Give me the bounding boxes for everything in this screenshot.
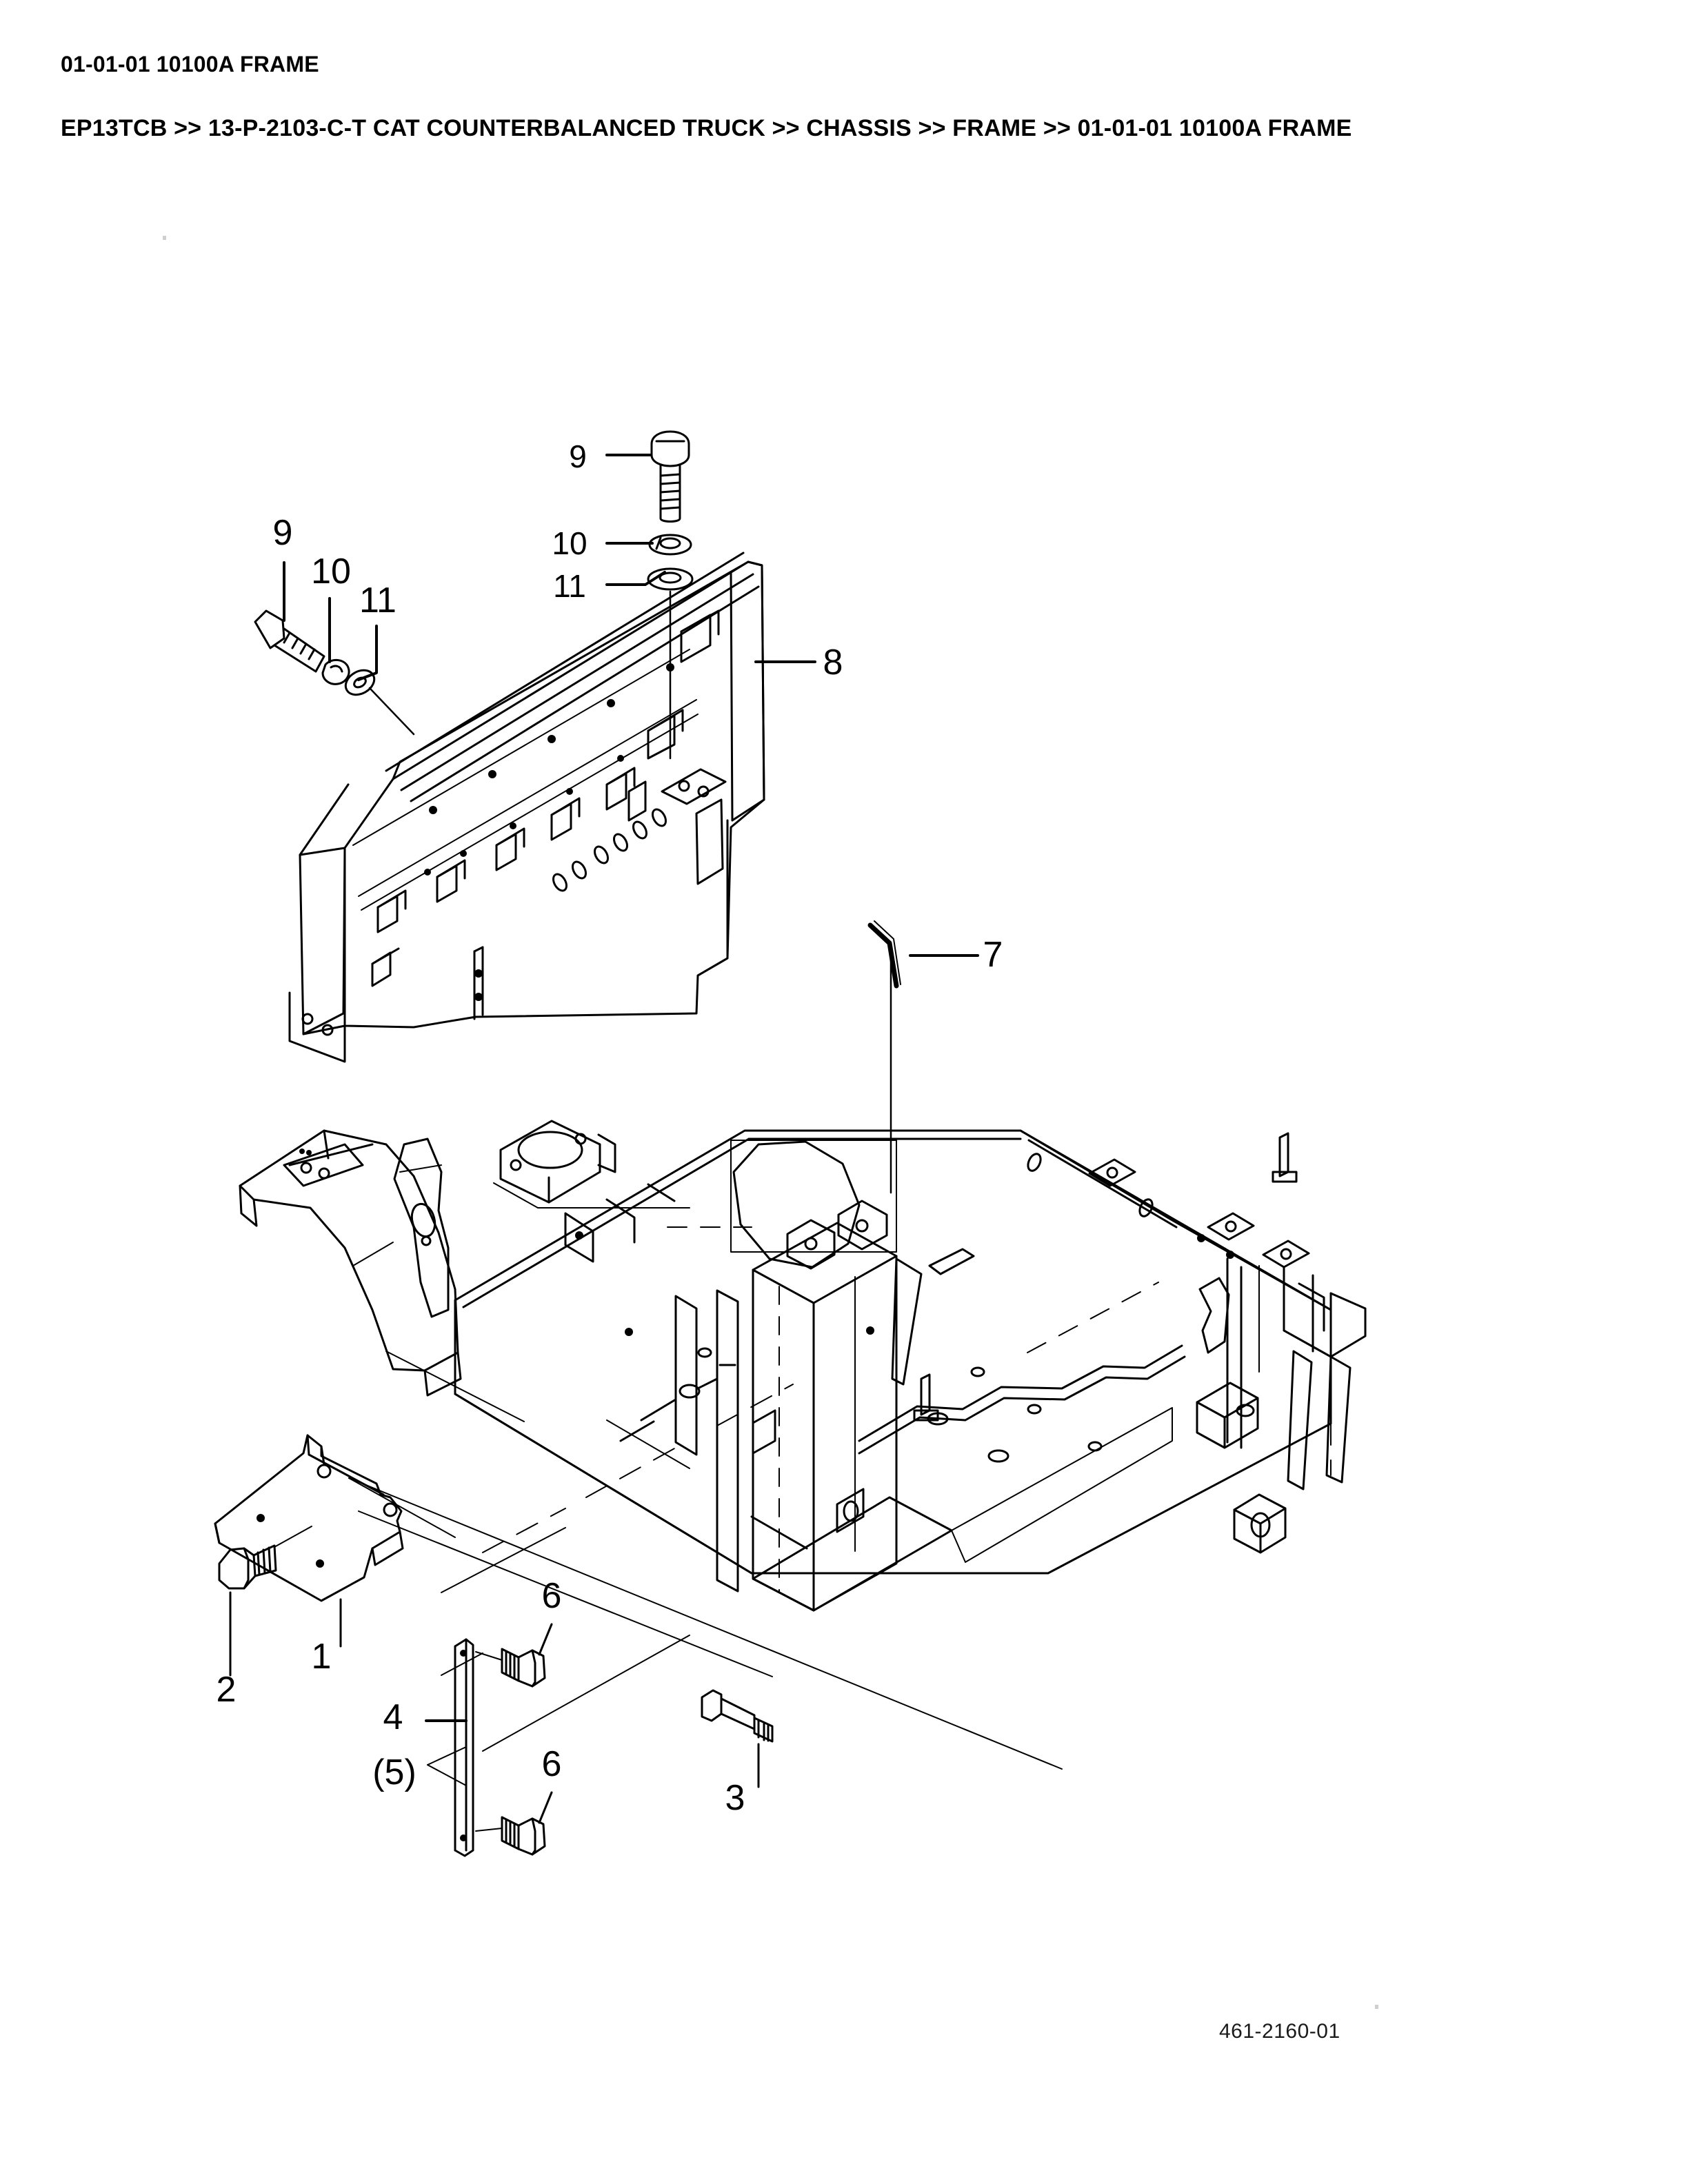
part-9-hex-bolt-left — [254, 609, 325, 673]
page-title: 01-01-01 10100A FRAME — [61, 52, 319, 77]
leader-lines-left-fasteners — [283, 561, 415, 736]
callout-11-top: 11 — [553, 568, 586, 604]
callout-3: 3 — [725, 1778, 745, 1818]
breadcrumb: EP13TCB >> 13-P-2103-C-T CAT COUNTERBALA… — [61, 115, 1352, 141]
part-6-hex-flange-bolt-lower — [475, 1816, 546, 1856]
main-frame-assembly — [239, 1120, 1367, 1770]
leader-line-7 — [890, 944, 979, 1194]
part-3-stud-pin — [701, 1689, 774, 1743]
drawing-number: 461-2160-01 — [1219, 2020, 1340, 2043]
callout-8: 8 — [823, 643, 843, 682]
callout-labels: 1 2 3 4 (5) 6 6 7 8 9 10 11 9 10 11 — [217, 438, 1003, 1818]
scan-speck-top — [163, 236, 166, 240]
part-2-hex-flange-bolt — [218, 1544, 277, 1590]
scan-speck-bottom — [1375, 2005, 1378, 2009]
callout-7: 7 — [983, 935, 1003, 975]
callout-4: 4 — [383, 1697, 403, 1737]
part-11-flat-washer-left — [344, 669, 376, 696]
callout-10-top: 10 — [552, 525, 587, 561]
callout-1: 1 — [312, 1637, 332, 1677]
callout-2: 2 — [217, 1670, 237, 1710]
part-4-flat-strip — [454, 1638, 474, 1857]
leader-lines-bottom — [229, 1526, 760, 1824]
part-7-bent-rod — [867, 920, 901, 989]
part-10-lock-washer-top — [648, 534, 692, 556]
part-11-flat-washer-top — [647, 567, 694, 591]
callout-9-left: 9 — [273, 513, 293, 553]
callout-6-upper: 6 — [542, 1576, 562, 1616]
callout-9-top: 9 — [569, 438, 587, 474]
part-6-hex-flange-bolt-upper — [475, 1648, 546, 1688]
callout-6-lower: 6 — [542, 1744, 562, 1784]
callout-5: (5) — [372, 1752, 416, 1792]
part-8-rear-panel — [288, 552, 765, 1063]
callout-11-left: 11 — [359, 580, 396, 620]
part-9-hex-bolt-top — [650, 430, 690, 523]
exploded-construction-lines — [348, 1384, 794, 1553]
part-10-lock-washer-left — [321, 659, 350, 685]
leader-lines-top-fasteners — [605, 454, 672, 760]
callout-10-left: 10 — [311, 552, 351, 592]
